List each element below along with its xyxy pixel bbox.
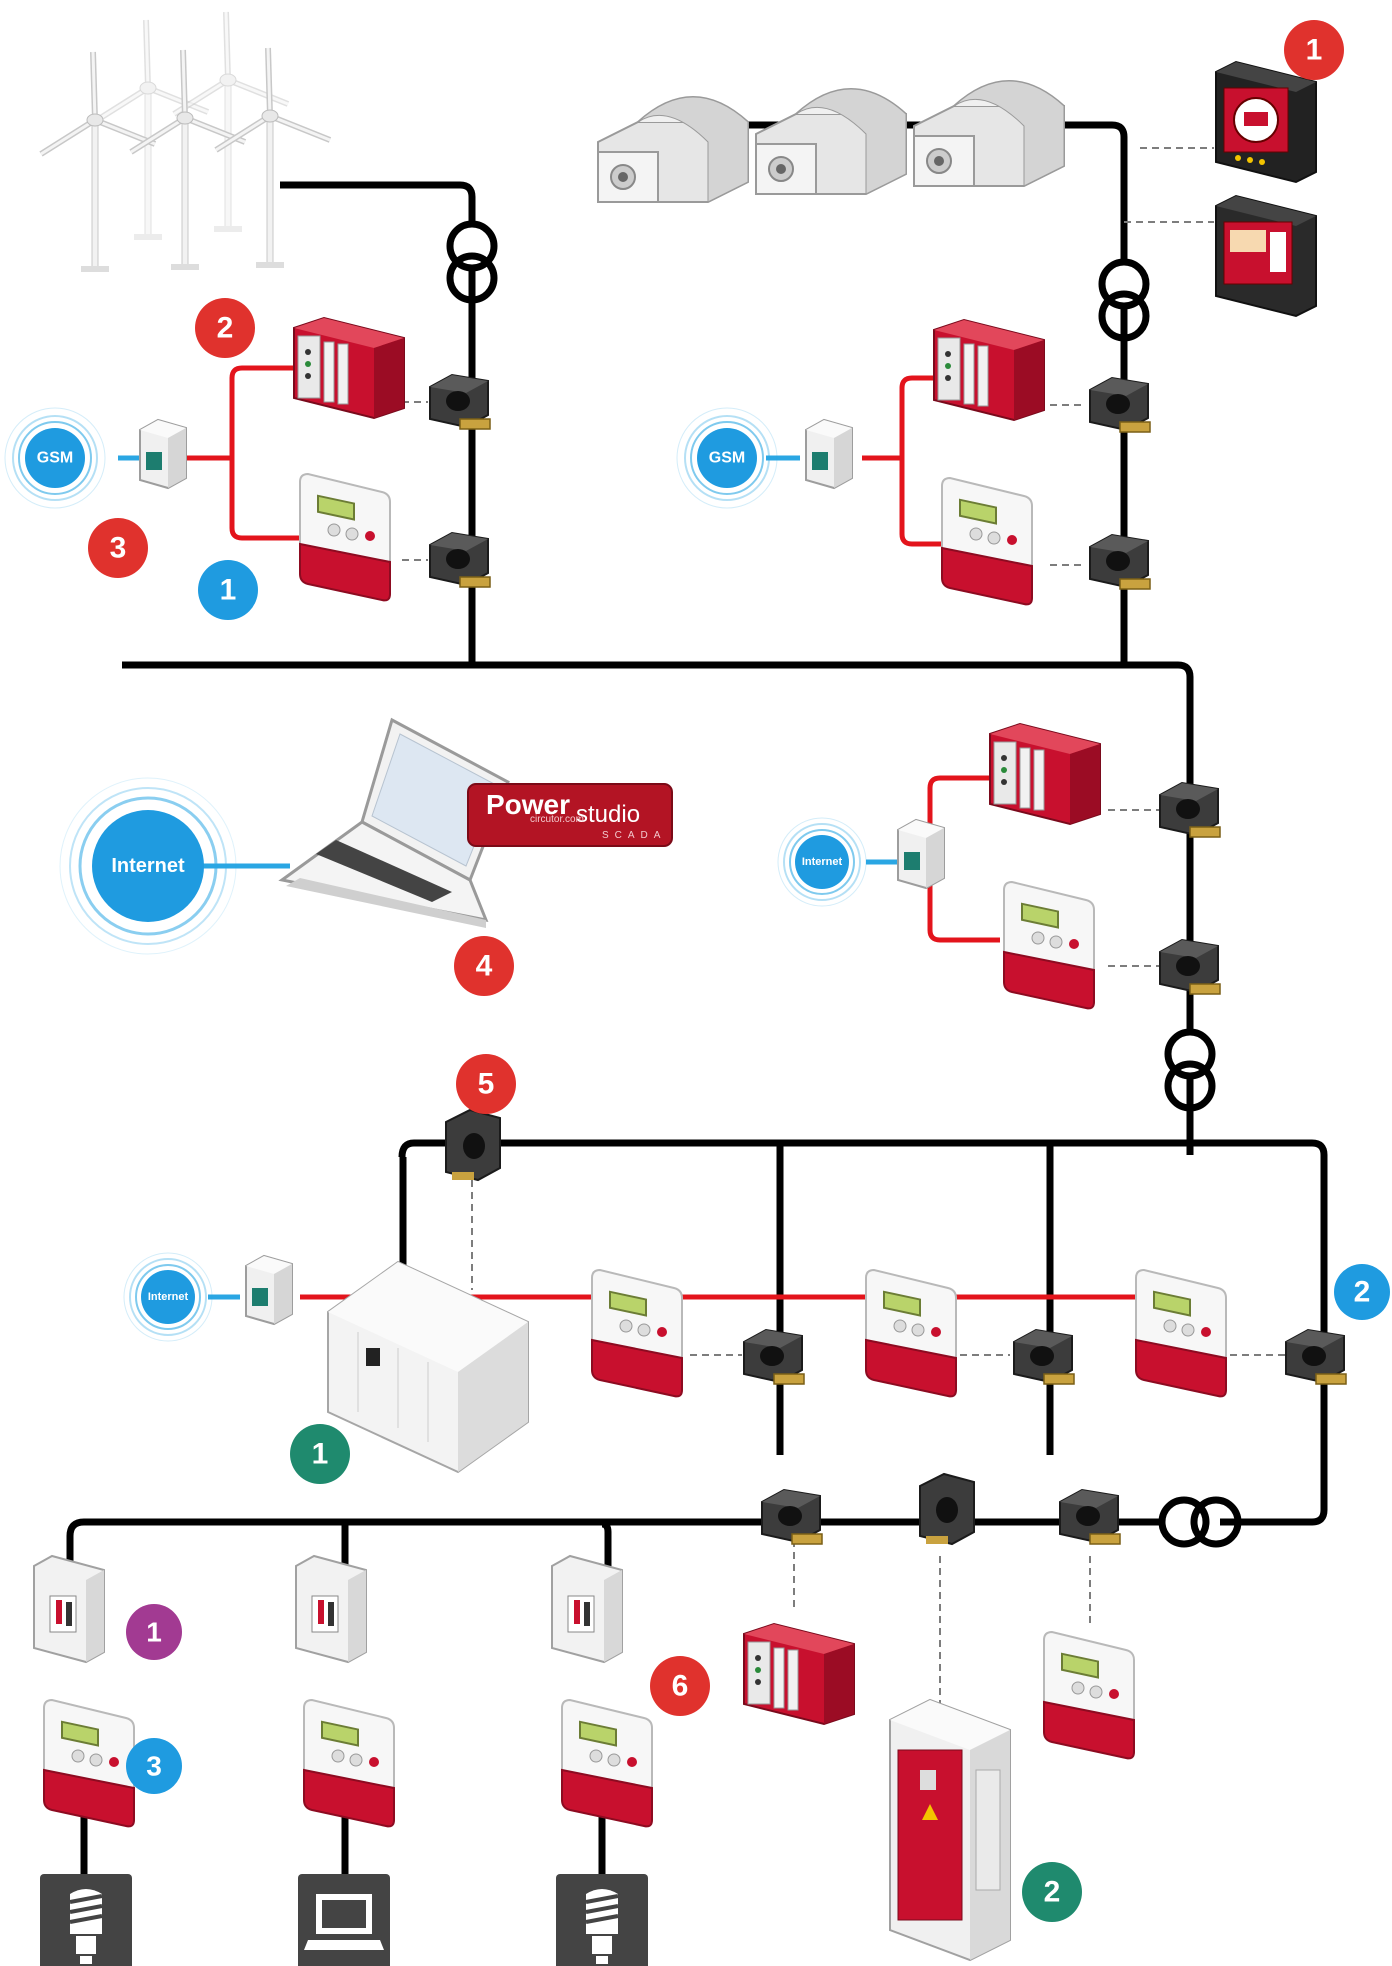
badge-green: 2	[1022, 1862, 1082, 1922]
svg-text:2: 2	[1044, 1876, 1061, 1909]
datalogger-icon	[293, 317, 405, 419]
badge-red: 2	[195, 298, 255, 358]
svg-text:3: 3	[146, 1751, 162, 1782]
badge-blue: 3	[126, 1738, 182, 1794]
gsm-modem-icon	[139, 419, 187, 489]
badge-green: 1	[290, 1424, 350, 1484]
current-transformer-icon	[1089, 534, 1151, 590]
badge-blue: 1	[198, 560, 258, 620]
wind-turbines	[41, 12, 330, 272]
current-transformer-icon	[429, 532, 491, 588]
lightbulb-icon	[38, 1872, 134, 1966]
laptop-icon	[278, 717, 510, 928]
badge-red: 6	[650, 1656, 710, 1716]
gsm-label: GSM	[37, 450, 73, 467]
powerstudio-url: circutor.com	[530, 814, 584, 825]
datalogger-icon	[933, 319, 1045, 421]
current-transformer-icon	[429, 374, 491, 430]
current-transformer-icon	[1285, 1329, 1347, 1385]
gsm-modem-icon	[805, 419, 853, 489]
breaker-icon	[295, 1555, 367, 1663]
svg-text:2: 2	[217, 312, 234, 345]
svg-text:2: 2	[1354, 1276, 1371, 1309]
ev-charger-icon	[889, 1699, 1011, 1961]
datalogger-icon	[989, 723, 1101, 825]
powerstudio-suffix: studio	[576, 801, 640, 828]
current-transformer-icon	[1089, 377, 1151, 433]
svg-text:1: 1	[146, 1617, 162, 1648]
energy-meter-icon	[1003, 881, 1095, 1010]
internet-main: Internet	[59, 777, 237, 955]
internet-label: Internet	[111, 855, 185, 877]
current-transformer-icon	[761, 1489, 823, 1545]
gsm-left: GSM	[4, 407, 106, 509]
badge-blue: 2	[1334, 1264, 1390, 1320]
badge-red: 4	[454, 936, 514, 996]
current-transformer-icon	[1059, 1489, 1121, 1545]
svg-text:5: 5	[478, 1068, 495, 1101]
current-transformer-icon	[743, 1329, 805, 1385]
gsm-modem-icon	[897, 819, 945, 889]
energy-meter-icon	[941, 477, 1033, 606]
svg-text:6: 6	[672, 1670, 689, 1703]
energy-meter-icon	[43, 1699, 135, 1828]
powerstudio-scada: SCADA	[602, 830, 666, 841]
badge-purple: 1	[126, 1604, 182, 1660]
generators	[597, 80, 1065, 203]
energy-meter-icon	[591, 1269, 683, 1398]
current-transformer-icon	[1159, 939, 1221, 995]
powerstudio-title: Power	[486, 789, 570, 820]
internet-label: Internet	[802, 856, 843, 868]
badge-red: 1	[1284, 20, 1344, 80]
laptop-icon	[298, 1874, 390, 1966]
badge-red: 3	[88, 518, 148, 578]
number-badges: 1 2 3 1 4 5 2 1 1 3 6 2	[88, 20, 1390, 1922]
svg-text:1: 1	[1306, 34, 1323, 67]
internet-right: Internet	[777, 817, 867, 907]
dashed-leads	[402, 147, 1286, 1730]
current-transformer-icon	[1159, 782, 1221, 838]
wind-turbine-icon	[94, 20, 208, 240]
internet-label: Internet	[148, 1291, 189, 1303]
powerstudio-logo: Power studio circutor.com SCADA	[467, 783, 673, 847]
energy-meter-icon	[1043, 1631, 1135, 1760]
energy-meter-icon	[299, 473, 391, 602]
badge-red: 5	[456, 1054, 516, 1114]
gsm-right: GSM	[676, 407, 778, 509]
datalogger-icon	[743, 1623, 855, 1725]
power-analyzer-icon	[1215, 195, 1317, 317]
energy-meter-icon	[1135, 1269, 1227, 1398]
substation-icon	[327, 1261, 529, 1473]
svg-text:1: 1	[312, 1438, 329, 1471]
gsm-modem-icon	[245, 1255, 293, 1325]
internet-lower: Internet	[123, 1252, 213, 1342]
svg-text:3: 3	[110, 532, 127, 565]
energy-meter-icon	[561, 1699, 653, 1828]
vertical-ct	[445, 1108, 975, 1546]
breaker-icon	[33, 1555, 105, 1663]
current-transformer-icon	[1013, 1329, 1075, 1385]
svg-text:4: 4	[476, 950, 493, 983]
generator-icon	[755, 88, 907, 195]
energy-meter-icon	[303, 1699, 395, 1828]
svg-text:1: 1	[220, 574, 237, 607]
power-analyzer-icon	[1215, 61, 1317, 183]
breaker-icon	[551, 1555, 623, 1663]
generator-icon	[597, 96, 749, 203]
generator-icon	[913, 80, 1065, 187]
energy-meter-icon	[865, 1269, 957, 1398]
lightbulb-icon	[554, 1872, 650, 1966]
gsm-label: GSM	[709, 450, 745, 467]
